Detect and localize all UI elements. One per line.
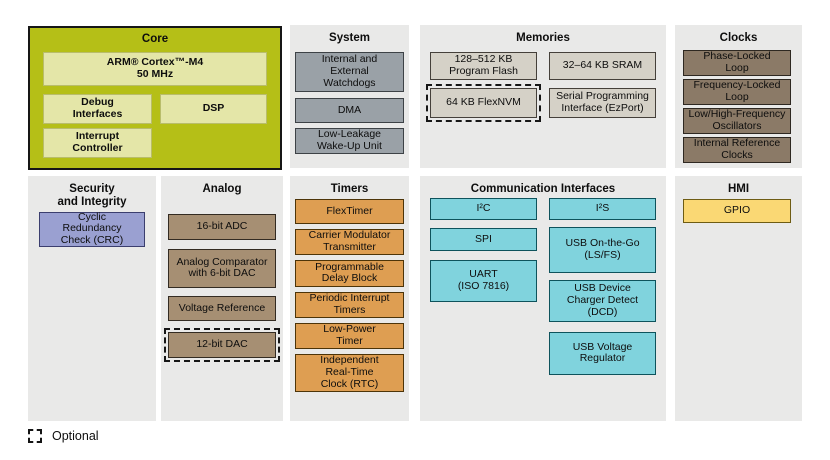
- block-gpio: GPIO: [683, 198, 791, 223]
- block-internal-reference-clocks: Internal Reference Clocks: [683, 136, 791, 163]
- block-program-flash: 128–512 KB Program Flash: [430, 51, 537, 80]
- block-carrier-modulator-transmitter: Carrier Modulator Transmitter: [295, 228, 404, 255]
- comm-blocks: I²C SPI UART (ISO 7816) I²S USB On-the-G…: [420, 197, 666, 375]
- block-voltage-reference: Voltage Reference: [168, 295, 276, 321]
- block-i2c: I²C: [430, 197, 537, 220]
- section-system: System Internal and External Watchdogs D…: [290, 25, 409, 168]
- block-crc: Cyclic Redundancy Check (CRC): [39, 211, 145, 247]
- section-security-and-integrity: Security and Integrity Cyclic Redundancy…: [28, 176, 156, 421]
- block-dma: DMA: [295, 97, 404, 123]
- block-usb-voltage-regulator: USB Voltage Regulator: [549, 331, 656, 375]
- comm-right-column: I²S USB On-the-Go (LS/FS) USB Device Cha…: [549, 197, 656, 375]
- section-memories: Memories 128–512 KB Program Flash 32–64 …: [420, 25, 666, 168]
- legend-label: Optional: [52, 429, 99, 443]
- block-low-leakage-wakeup-unit: Low-Leakage Wake-Up Unit: [295, 127, 404, 154]
- clocks-title: Clocks: [719, 32, 758, 44]
- system-title: System: [329, 32, 370, 44]
- section-clocks: Clocks Phase-Locked Loop Frequency-Locke…: [675, 25, 802, 168]
- section-core: Core ARM® Cortex™-M4 50 MHz Debug Interf…: [28, 26, 282, 170]
- block-spi: SPI: [430, 227, 537, 251]
- section-communication-interfaces: Communication Interfaces I²C SPI UART (I…: [420, 176, 666, 421]
- memories-title: Memories: [516, 32, 570, 44]
- hmi-blocks: GPIO: [675, 198, 802, 223]
- block-watchdogs: Internal and External Watchdogs: [295, 51, 404, 92]
- system-blocks: Internal and External Watchdogs DMA Low-…: [290, 51, 409, 154]
- block-interrupt-controller: Interrupt Controller: [43, 127, 152, 158]
- block-debug-interfaces: Debug Interfaces: [43, 93, 152, 124]
- block-ezport: Serial Programming Interface (EzPort): [549, 87, 656, 118]
- block-sram: 32–64 KB SRAM: [549, 51, 656, 80]
- block-periodic-interrupt-timers: Periodic Interrupt Timers: [295, 291, 404, 318]
- block-phase-locked-loop: Phase-Locked Loop: [683, 49, 791, 76]
- timers-title: Timers: [330, 183, 369, 195]
- block-frequency-locked-loop: Frequency-Locked Loop: [683, 78, 791, 105]
- comm-title: Communication Interfaces: [470, 183, 616, 195]
- comm-left-column: I²C SPI UART (ISO 7816): [430, 197, 537, 375]
- block-12bit-dac: 12-bit DAC: [164, 327, 280, 362]
- block-oscillators: Low/High-Frequency Oscillators: [683, 107, 791, 134]
- hmi-title: HMI: [727, 183, 750, 195]
- core-row: Debug Interfaces DSP: [43, 93, 267, 124]
- analog-blocks: 16-bit ADC Analog Comparator with 6-bit …: [161, 213, 283, 362]
- block-arm-cortex-m4: ARM® Cortex™-M4 50 MHz: [43, 51, 267, 86]
- security-title: Security and Integrity: [57, 183, 127, 208]
- block-usb-device-charger-detect: USB Device Charger Detect (DCD): [549, 279, 656, 322]
- block-rtc: Independent Real-Time Clock (RTC): [295, 353, 404, 392]
- core-body: ARM® Cortex™-M4 50 MHz Debug Interfaces …: [30, 46, 280, 158]
- analog-title: Analog: [202, 183, 242, 195]
- memories-blocks: 128–512 KB Program Flash 32–64 KB SRAM 6…: [420, 51, 666, 122]
- block-analog-comparator: Analog Comparator with 6-bit DAC: [168, 248, 276, 288]
- optional-dashed-box-icon: [28, 429, 42, 443]
- section-hmi: HMI GPIO: [675, 176, 802, 421]
- block-flextimer: FlexTimer: [295, 198, 404, 224]
- legend: Optional: [28, 429, 99, 443]
- block-i2s: I²S: [549, 197, 656, 220]
- block-uart: UART (ISO 7816): [430, 259, 537, 302]
- block-dsp: DSP: [160, 93, 267, 124]
- section-analog: Analog 16-bit ADC Analog Comparator with…: [161, 176, 283, 421]
- block-low-power-timer: Low-Power Timer: [295, 322, 404, 349]
- clocks-blocks: Phase-Locked Loop Frequency-Locked Loop …: [675, 49, 802, 163]
- security-blocks: Cyclic Redundancy Check (CRC): [28, 211, 156, 247]
- section-timers: Timers FlexTimer Carrier Modulator Trans…: [290, 176, 409, 421]
- block-flexnvm: 64 KB FlexNVM: [426, 83, 541, 122]
- core-title: Core: [141, 33, 169, 45]
- timers-blocks: FlexTimer Carrier Modulator Transmitter …: [290, 198, 409, 392]
- block-usb-on-the-go: USB On-the-Go (LS/FS): [549, 226, 656, 273]
- block-programmable-delay-block: Programmable Delay Block: [295, 259, 404, 287]
- block-16bit-adc: 16-bit ADC: [168, 213, 276, 240]
- core-row: Interrupt Controller: [43, 127, 267, 158]
